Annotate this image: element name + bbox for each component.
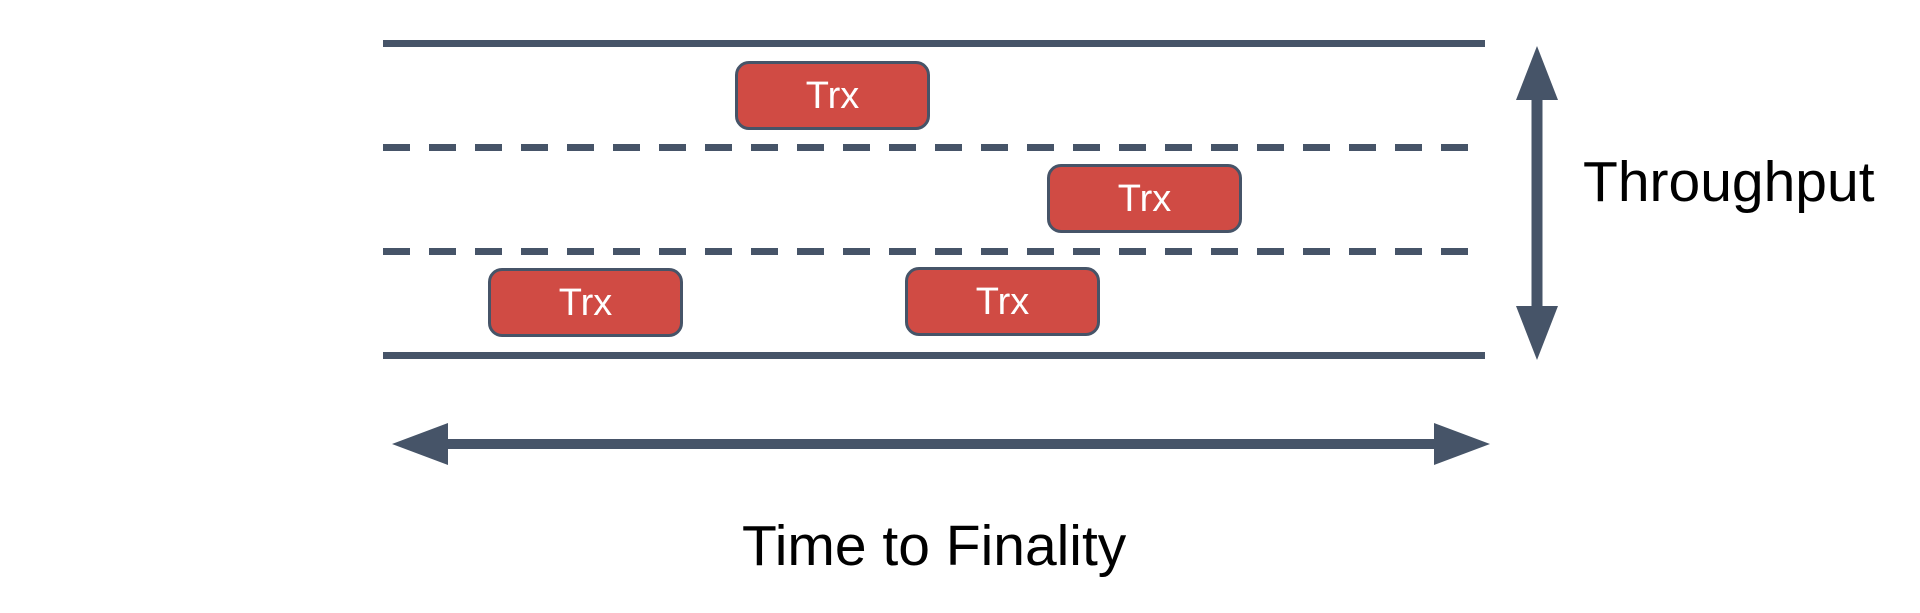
time-arrow-shaft — [444, 439, 1438, 449]
trx-box-label: Trx — [805, 74, 860, 117]
arrow-left-head-icon — [392, 423, 448, 465]
throughput-arrow-shaft — [1531, 96, 1543, 310]
throughput-double-arrow-icon — [1516, 46, 1558, 360]
arrow-down-head-icon — [1516, 306, 1558, 360]
time-to-finality-double-arrow-icon — [392, 423, 1490, 465]
lane-divider-line-2 — [383, 248, 1485, 255]
trx-box-middle-lane: Trx — [1047, 164, 1242, 233]
throughput-label: Throughput — [1583, 150, 1875, 214]
arrow-right-head-icon — [1434, 423, 1490, 465]
trx-box-label: Trx — [1117, 177, 1172, 220]
lane-divider-line-1 — [383, 144, 1485, 151]
trx-box-bottom-lane-right: Trx — [905, 267, 1100, 336]
time-to-finality-label: Time to Finality — [742, 514, 1127, 578]
road-top-boundary-line — [383, 40, 1485, 47]
trx-box-label: Trx — [558, 281, 613, 324]
trx-box-label: Trx — [975, 280, 1030, 323]
arrow-up-head-icon — [1516, 46, 1558, 100]
road-bottom-boundary-line — [383, 352, 1485, 359]
trx-box-top-lane: Trx — [735, 61, 930, 130]
trx-box-bottom-lane-left: Trx — [488, 268, 683, 337]
